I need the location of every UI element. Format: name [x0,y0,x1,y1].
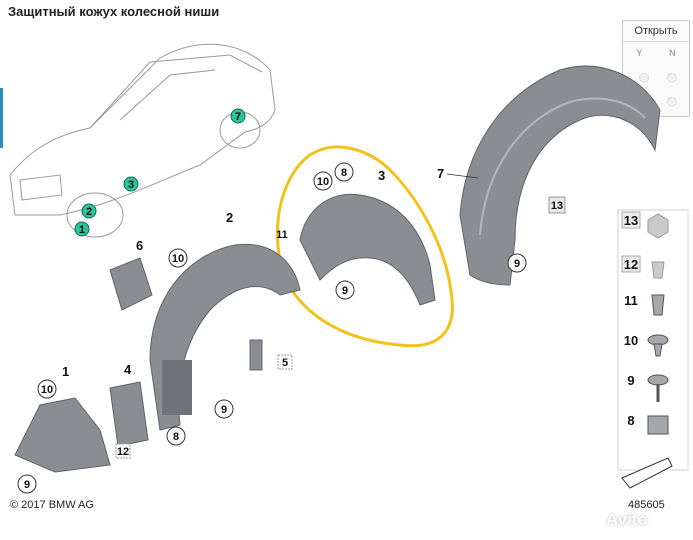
part-1-cover: 1 10 9 [14,364,111,494]
label-3: 3 [378,168,385,183]
callout-10c: 10 [41,384,53,396]
plug-icon [651,261,665,279]
callout-8a: 8 [341,167,347,179]
callout-10b: 10 [172,253,184,265]
yn-header: Y N [623,48,689,58]
callout-9a: 9 [342,285,348,297]
page-title: Защитный кожух колесной ниши [8,4,220,19]
part-6-bracket: 6 [109,238,153,311]
callout-9c: 9 [24,479,30,491]
avito-watermark: Avito [606,510,648,529]
arrow-icon [621,457,673,489]
part-7-rear-arch: 7 [437,65,661,286]
label-7: 7 [437,166,444,181]
spring-nut-icon [647,415,669,435]
car-callout-1: 1 [79,224,85,236]
label-4: 4 [124,362,132,377]
highlight-loop [275,145,454,348]
copyright: © 2017 BMW AG [10,499,94,511]
left-accent-bar [0,88,3,148]
part-3-callouts: 10 8 11 9 [276,162,355,300]
screw-icon [647,374,669,386]
callout-12: 12 [117,446,129,458]
radio-n-2[interactable] [667,97,677,107]
radio-n-1[interactable] [667,73,677,83]
car-callout-7: 7 [235,111,241,123]
legend-9: 9 [627,373,634,388]
callout-8b: 8 [173,431,179,443]
rear-callouts: 13 9 [507,196,566,273]
car-callout-3: 3 [128,179,134,191]
nut-icon [647,213,669,239]
label-6: 6 [136,238,143,253]
fastener-legend: 13 12 11 10 9 8 [617,209,689,489]
label-2: 2 [226,210,233,225]
legend-10: 10 [624,333,638,348]
car-outline [9,43,276,238]
y-label: Y [636,48,643,58]
car-callout-2: 2 [86,206,92,218]
callout-9b: 9 [221,404,227,416]
part-4-panel: 4 12 [109,362,149,459]
radio-y-1[interactable] [639,73,649,83]
open-label[interactable]: Открыть [623,21,689,42]
callout-10a: 10 [317,176,329,188]
legend-11: 11 [624,293,638,308]
n-label: N [669,48,676,58]
part-5-clip: 5 [249,339,293,371]
car-callouts: 1 2 3 7 [74,108,246,237]
label-5: 5 [282,357,288,369]
part-2-front-liner: 2 10 9 8 [149,210,301,446]
vent-grille [162,360,192,415]
label-1: 1 [62,364,69,379]
legend-8: 8 [627,413,634,428]
callout-13: 13 [551,200,563,212]
legend-12: 12 [624,257,638,272]
diagram-number: 485605 [628,499,665,511]
legend-13: 13 [624,213,638,228]
clip-icon [651,294,665,316]
callout-9d: 9 [514,258,520,270]
callout-11: 11 [276,229,288,241]
part-3-liner: 3 [299,168,436,306]
